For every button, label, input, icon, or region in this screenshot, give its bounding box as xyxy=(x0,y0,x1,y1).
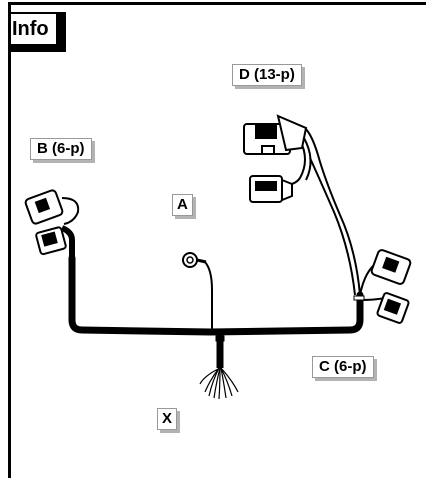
connector-d xyxy=(243,114,308,203)
harness-cable-to-b xyxy=(60,225,75,258)
ground-wire-a xyxy=(204,261,213,330)
label-connector-b: B (6-p) xyxy=(30,138,92,160)
label-ground-a: A xyxy=(172,194,193,216)
label-flying-leads-x: X xyxy=(157,408,178,430)
label-connector-d: D (13-p) xyxy=(232,64,302,86)
harness-cable-to-d xyxy=(304,127,361,296)
connector-b xyxy=(24,189,67,256)
flying-leads-x xyxy=(199,367,239,400)
frame-left-border xyxy=(8,2,11,478)
connector-c xyxy=(370,249,412,324)
frame-top-border xyxy=(8,2,426,5)
harness-main-cable xyxy=(68,254,364,336)
label-connector-c: C (6-p) xyxy=(312,356,374,378)
info-tab-label: Info xyxy=(11,14,56,44)
